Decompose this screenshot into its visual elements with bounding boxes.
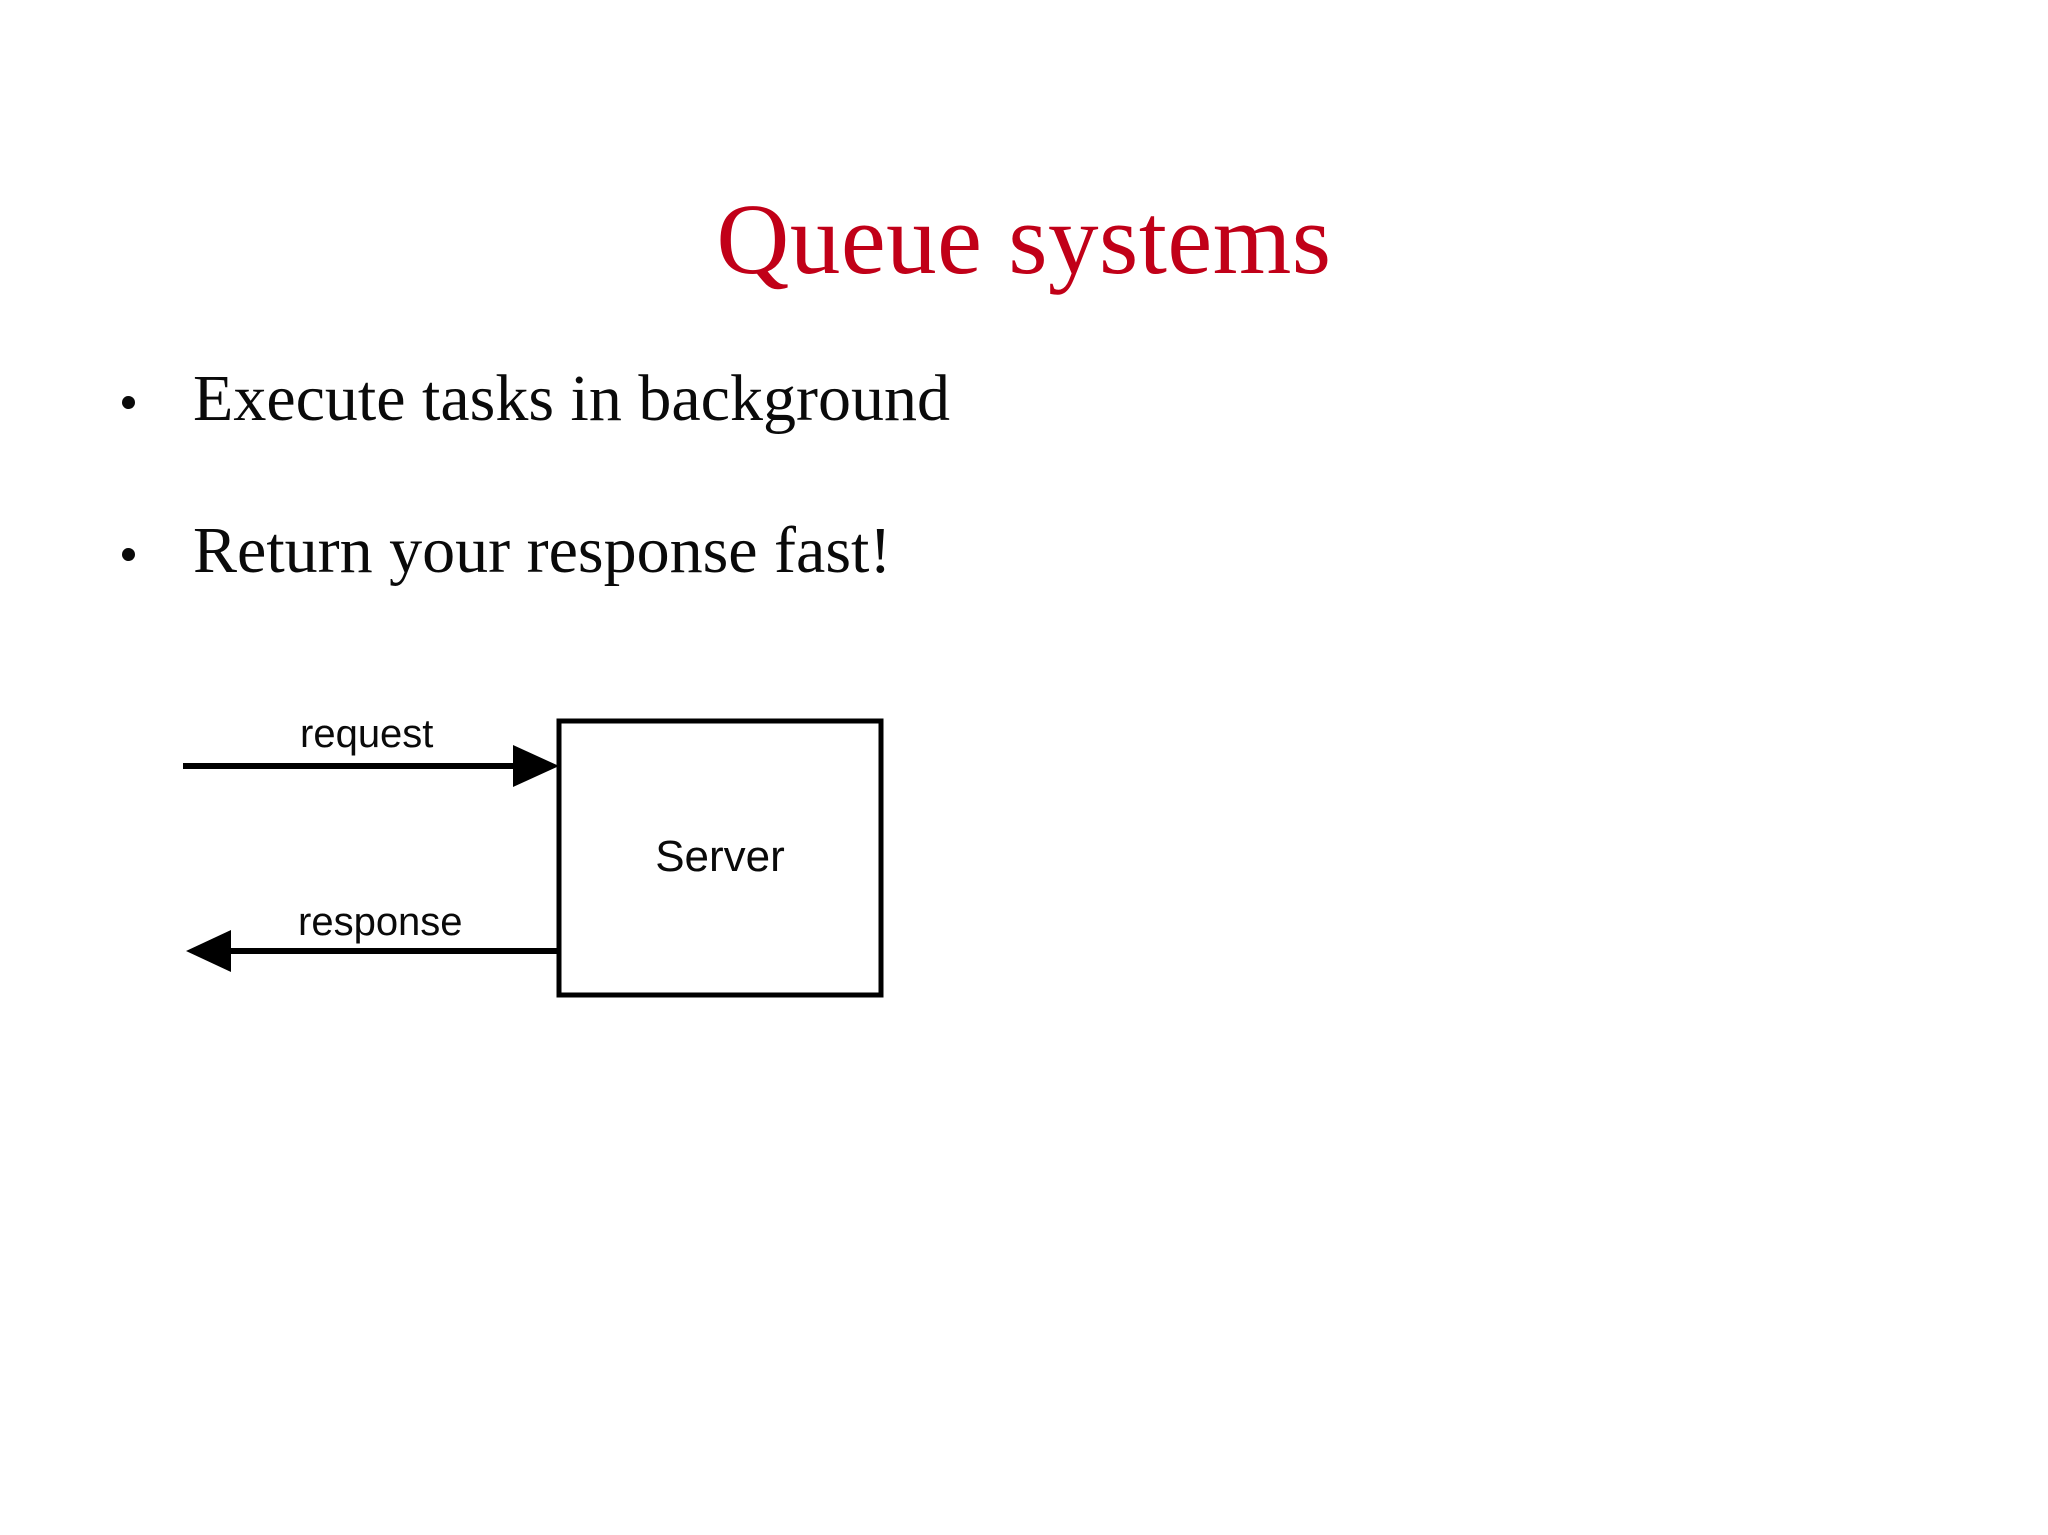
bullet-text: Execute tasks in background [193, 362, 950, 435]
response-arrow [186, 930, 559, 972]
request-arrowhead-icon [513, 745, 559, 787]
list-item: Execute tasks in background [110, 362, 1710, 524]
bullet-list: Execute tasks in background Return your … [110, 362, 1710, 676]
bullet-dot-icon [122, 396, 135, 409]
server-box [556, 718, 884, 998]
request-arrow [183, 745, 559, 787]
bullet-text: Return your response fast! [193, 514, 892, 587]
list-item: Return your response fast! [110, 514, 1710, 676]
response-arrowhead-icon [186, 930, 231, 972]
page-title: Queue systems [716, 182, 1332, 295]
bullet-dot-icon [122, 548, 135, 561]
